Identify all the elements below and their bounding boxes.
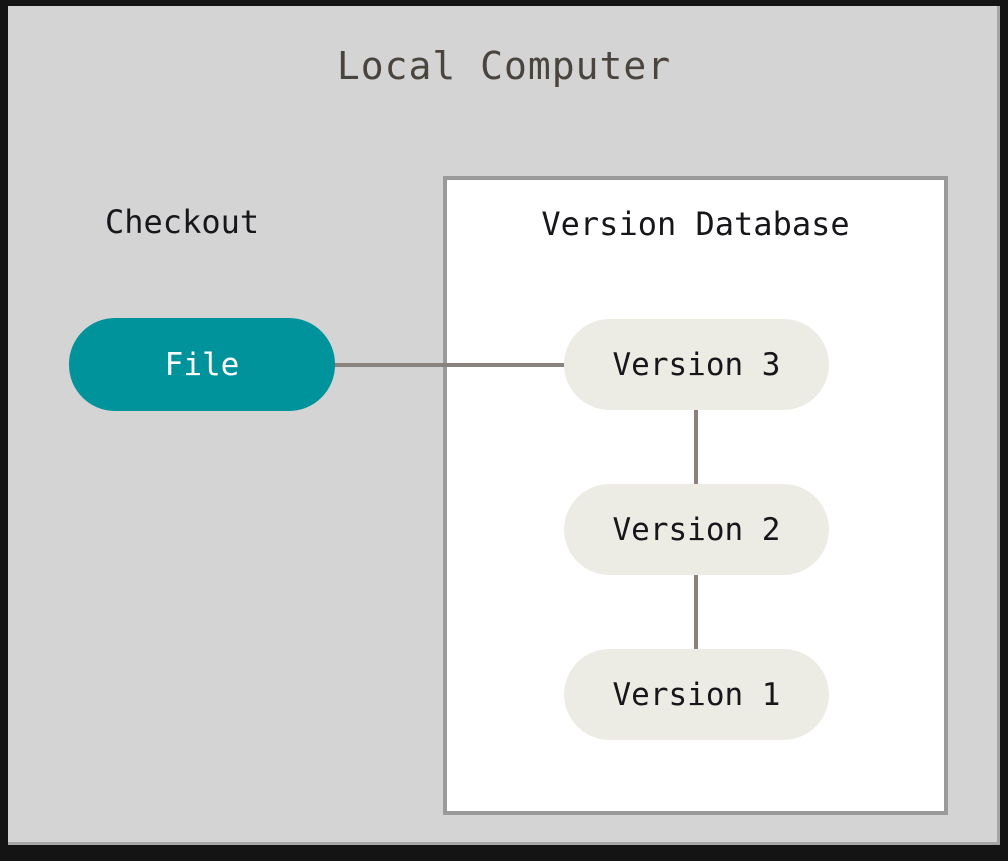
version-database-title: Version Database [541,205,850,243]
connector-version-3-to-version-2 [694,404,698,488]
node-version-3[interactable]: Version 3 [564,319,829,410]
connector-version-2-to-version-1 [694,569,698,653]
node-file[interactable]: File [69,318,335,411]
diagram-canvas: Local Computer Checkout Version Database… [8,6,1000,845]
diagram-title: Local Computer [336,44,672,88]
node-version-2[interactable]: Version 2 [564,484,829,575]
connector-file-to-version-3 [331,363,571,367]
checkout-label: Checkout [105,203,260,241]
node-version-1[interactable]: Version 1 [564,649,829,740]
